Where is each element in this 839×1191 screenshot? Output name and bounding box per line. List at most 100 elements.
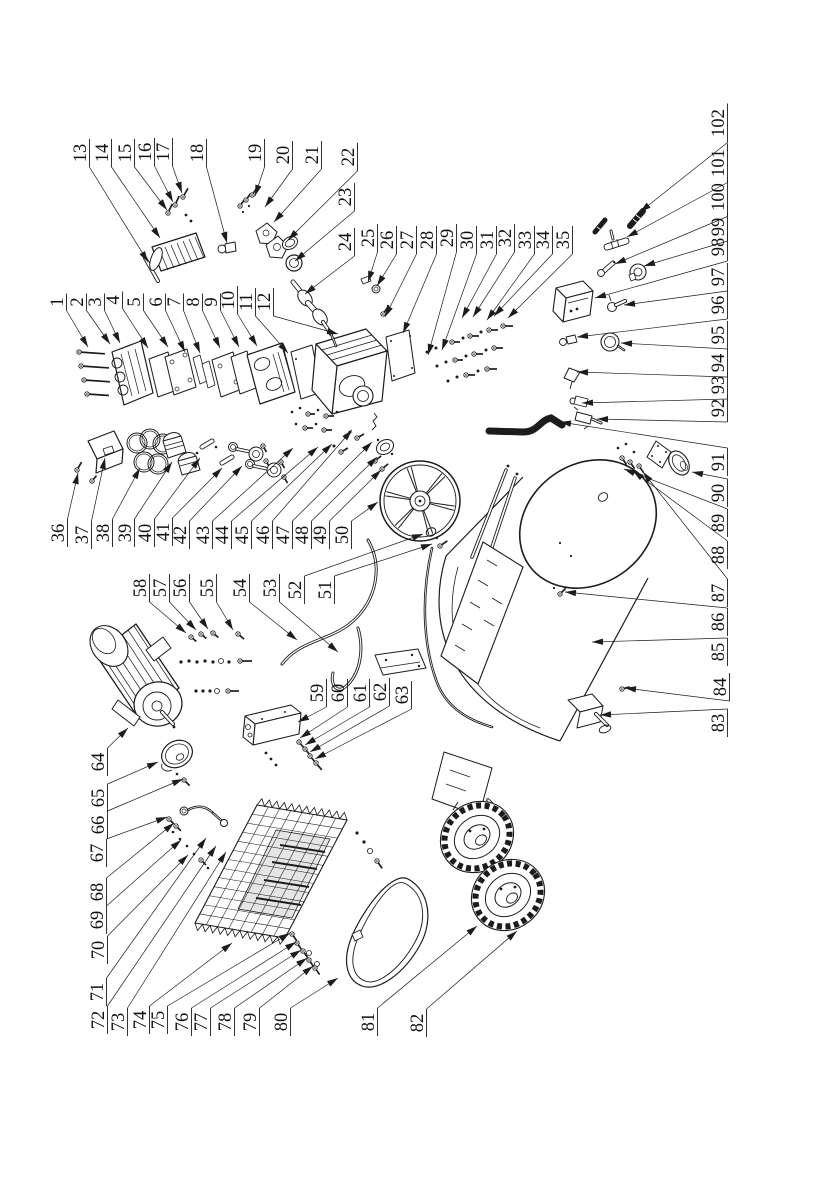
leader-arrowhead bbox=[692, 470, 704, 478]
part-label-46: 46 bbox=[254, 521, 274, 549]
leader-arrowhead bbox=[165, 190, 173, 202]
leader-arrowhead bbox=[403, 321, 411, 333]
part-callout-91 bbox=[559, 420, 728, 449]
part-number-56: 56 bbox=[171, 579, 191, 598]
part-callout-95 bbox=[620, 340, 728, 350]
part-callout-7 bbox=[183, 310, 201, 354]
part-number-78: 78 bbox=[216, 1013, 236, 1032]
part-callout-55 bbox=[216, 601, 234, 631]
part-number-35: 35 bbox=[554, 231, 574, 250]
connecting-rods bbox=[228, 442, 289, 484]
part-label-36: 36 bbox=[49, 519, 69, 547]
leader-arrowhead bbox=[577, 369, 589, 376]
part-number-87: 87 bbox=[709, 584, 729, 603]
part-label-38: 38 bbox=[94, 519, 114, 547]
part-number-6: 6 bbox=[147, 297, 167, 306]
leader-arrowhead bbox=[326, 327, 338, 335]
part-number-99: 99 bbox=[709, 218, 729, 237]
part-number-40: 40 bbox=[136, 524, 156, 543]
part-label-1: 1 bbox=[48, 293, 68, 311]
part-label-43: 43 bbox=[194, 521, 214, 549]
discharge-pipes bbox=[280, 538, 494, 729]
part-label-4: 4 bbox=[104, 291, 124, 309]
leader-arrowhead bbox=[278, 933, 290, 942]
leader-arrowhead bbox=[282, 448, 293, 458]
leader-arrowhead bbox=[473, 306, 482, 317]
tank-screws bbox=[552, 586, 630, 692]
part-callout-50 bbox=[351, 501, 379, 522]
part-callout-61 bbox=[304, 706, 370, 746]
part-label-31: 31 bbox=[478, 226, 498, 254]
part-label-34: 34 bbox=[534, 226, 554, 254]
part-callout-74 bbox=[149, 942, 233, 1007]
leader-arrowhead bbox=[139, 337, 148, 348]
mounting-fasteners bbox=[175, 630, 252, 787]
part-label-22: 22 bbox=[339, 143, 359, 171]
leader-arrowhead bbox=[327, 642, 338, 652]
leader-arrowhead bbox=[193, 341, 200, 353]
leader-arrowhead bbox=[302, 966, 313, 976]
part-callout-73 bbox=[127, 851, 227, 1009]
part-label-90: 90 bbox=[709, 479, 729, 507]
head-bolts bbox=[76, 349, 110, 397]
leader-arrowhead bbox=[199, 618, 208, 629]
part-callout-44 bbox=[231, 446, 319, 522]
part-number-39: 39 bbox=[116, 524, 136, 543]
leader-arrowhead bbox=[296, 958, 307, 967]
leader-arrowhead bbox=[466, 926, 477, 936]
leader-arrowhead bbox=[190, 458, 200, 469]
part-label-32: 32 bbox=[496, 224, 516, 252]
part-label-85: 85 bbox=[709, 638, 729, 666]
pressure-switch bbox=[552, 280, 594, 323]
part-callout-96 bbox=[576, 318, 728, 339]
leader-arrowhead bbox=[427, 343, 435, 355]
part-label-88: 88 bbox=[709, 541, 729, 569]
part-callout-72 bbox=[107, 845, 217, 1007]
leader-arrowhead bbox=[370, 470, 381, 481]
support-leg bbox=[567, 693, 612, 734]
part-label-14: 14 bbox=[93, 139, 113, 167]
part-label-9: 9 bbox=[202, 293, 222, 311]
leader-arrowhead bbox=[163, 462, 172, 473]
crankcase-gasket bbox=[385, 329, 416, 382]
part-label-41: 41 bbox=[154, 518, 174, 546]
part-callout-53 bbox=[279, 601, 339, 653]
part-number-68: 68 bbox=[88, 883, 108, 902]
part-number-63: 63 bbox=[393, 686, 413, 705]
part-label-89: 89 bbox=[709, 509, 729, 537]
part-callout-86 bbox=[564, 589, 728, 609]
part-callout-60 bbox=[299, 706, 348, 739]
part-number-46: 46 bbox=[254, 526, 274, 545]
part-number-44: 44 bbox=[213, 526, 233, 545]
part-callout-13 bbox=[89, 166, 149, 263]
caster-assembly bbox=[616, 440, 690, 476]
part-label-80: 80 bbox=[272, 1008, 292, 1036]
part-label-79: 79 bbox=[241, 1008, 261, 1036]
leader-arrowhead bbox=[305, 284, 316, 294]
part-label-101: 101 bbox=[709, 143, 729, 183]
part-callout-45 bbox=[251, 443, 333, 522]
part-label-76: 76 bbox=[173, 1008, 193, 1036]
part-number-10: 10 bbox=[219, 291, 239, 310]
leader-arrowhead bbox=[255, 184, 262, 196]
fastener-field bbox=[290, 323, 513, 433]
leader-arrowhead bbox=[221, 231, 228, 243]
part-label-57: 57 bbox=[151, 574, 171, 602]
leader-arrowhead bbox=[624, 469, 636, 476]
leader-arrowhead bbox=[377, 274, 386, 286]
part-callout-14 bbox=[111, 166, 161, 239]
drain-and-fittings bbox=[563, 367, 603, 430]
part-callout-16 bbox=[154, 165, 174, 203]
part-number-89: 89 bbox=[709, 514, 729, 533]
part-number-93: 93 bbox=[709, 376, 729, 395]
part-number-58: 58 bbox=[131, 579, 151, 598]
part-label-51: 51 bbox=[316, 576, 336, 604]
leader-arrowhead bbox=[565, 589, 577, 597]
flywheel bbox=[379, 460, 461, 542]
belt-guard bbox=[194, 797, 348, 946]
part-callout-10 bbox=[237, 313, 258, 347]
part-callout-41 bbox=[172, 467, 223, 519]
part-callout-49 bbox=[329, 469, 382, 522]
air-filter bbox=[74, 430, 124, 484]
part-label-75: 75 bbox=[149, 1006, 169, 1034]
